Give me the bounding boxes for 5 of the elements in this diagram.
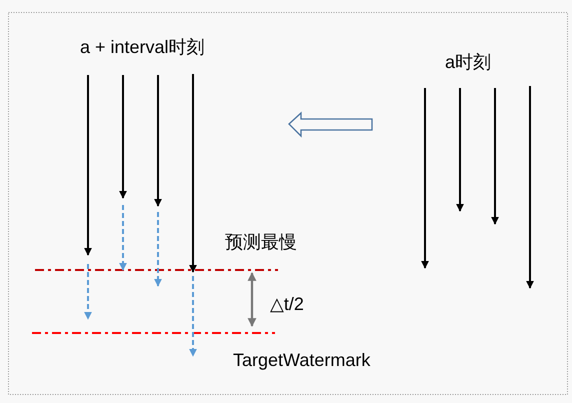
annotation-label: 预测最慢	[225, 231, 297, 253]
time-label: a时刻	[445, 51, 492, 73]
time-label: a + interval时刻	[80, 36, 205, 58]
annotation-label: △t/2	[270, 293, 304, 315]
annotation-label: TargetWatermark	[233, 349, 370, 371]
